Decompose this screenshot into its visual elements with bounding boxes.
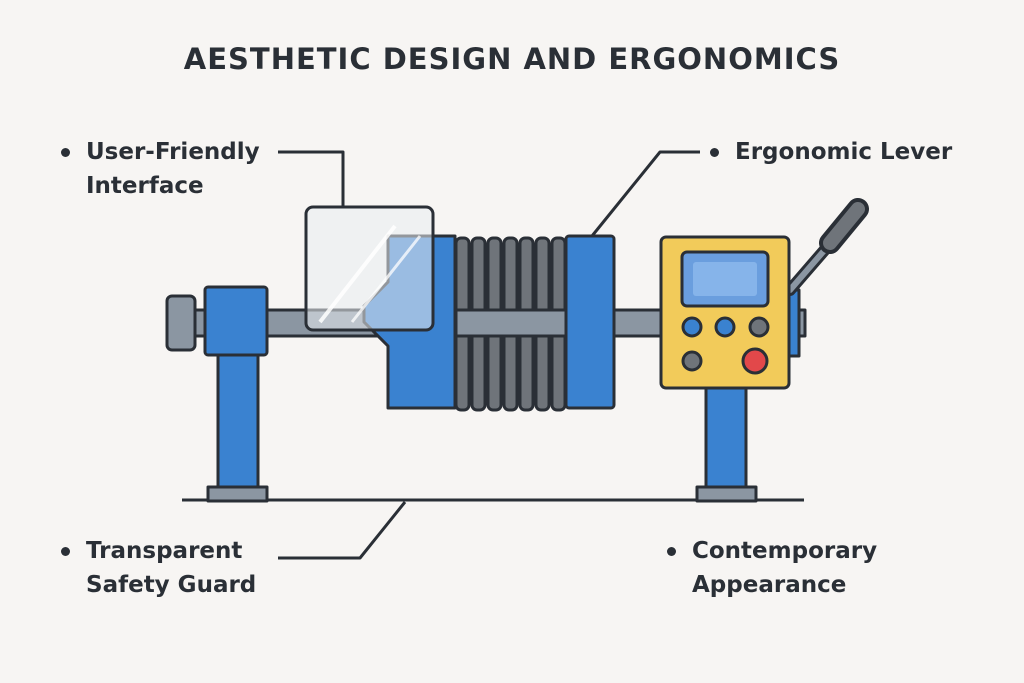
label-contemporary-line1: Contemporary: [692, 538, 878, 564]
label-contemporary-line2: Appearance: [692, 572, 847, 598]
transparent-safety-guard: [304, 205, 435, 332]
label-contemporary-appearance: Contemporary Appearance: [692, 534, 877, 602]
emergency-stop-button: [741, 347, 769, 375]
control-button-1: [681, 316, 703, 338]
label-user-friendly-line1: User-Friendly: [86, 139, 260, 165]
left-head-block: [203, 285, 269, 357]
end-knob: [165, 294, 197, 352]
label-ergonomic-lever: Ergonomic Lever: [735, 135, 952, 169]
page-title: AESTHETIC DESIGN AND ERGONOMICS: [183, 42, 841, 76]
label-user-friendly-interface: User-Friendly Interface: [86, 135, 260, 203]
plate-rod-band: [454, 308, 568, 338]
control-button-3: [748, 316, 770, 338]
bullet-safety-guard: [61, 547, 70, 556]
leader-line-user-friendly: [278, 150, 345, 208]
leader-line-safety-guard: [278, 501, 407, 560]
bullet-contemporary: [667, 547, 676, 556]
control-button-4: [681, 350, 703, 372]
left-leg: [216, 350, 260, 492]
label-safety-guard-line2: Safety Guard: [86, 572, 257, 598]
label-ergonomic-lever-line1: Ergonomic Lever: [735, 139, 953, 165]
bullet-ergonomic-lever: [710, 148, 719, 157]
bullet-user-friendly: [61, 148, 70, 157]
fixed-head-plate: [564, 234, 616, 410]
leader-line-ergonomic-lever: [590, 150, 700, 237]
right-foot: [695, 485, 758, 503]
label-transparent-safety-guard: Transparent Safety Guard: [86, 534, 256, 602]
left-foot: [206, 485, 269, 503]
right-leg: [704, 382, 748, 492]
label-safety-guard-line1: Transparent: [86, 538, 243, 564]
label-user-friendly-line2: Interface: [86, 173, 204, 199]
control-button-2: [714, 316, 736, 338]
